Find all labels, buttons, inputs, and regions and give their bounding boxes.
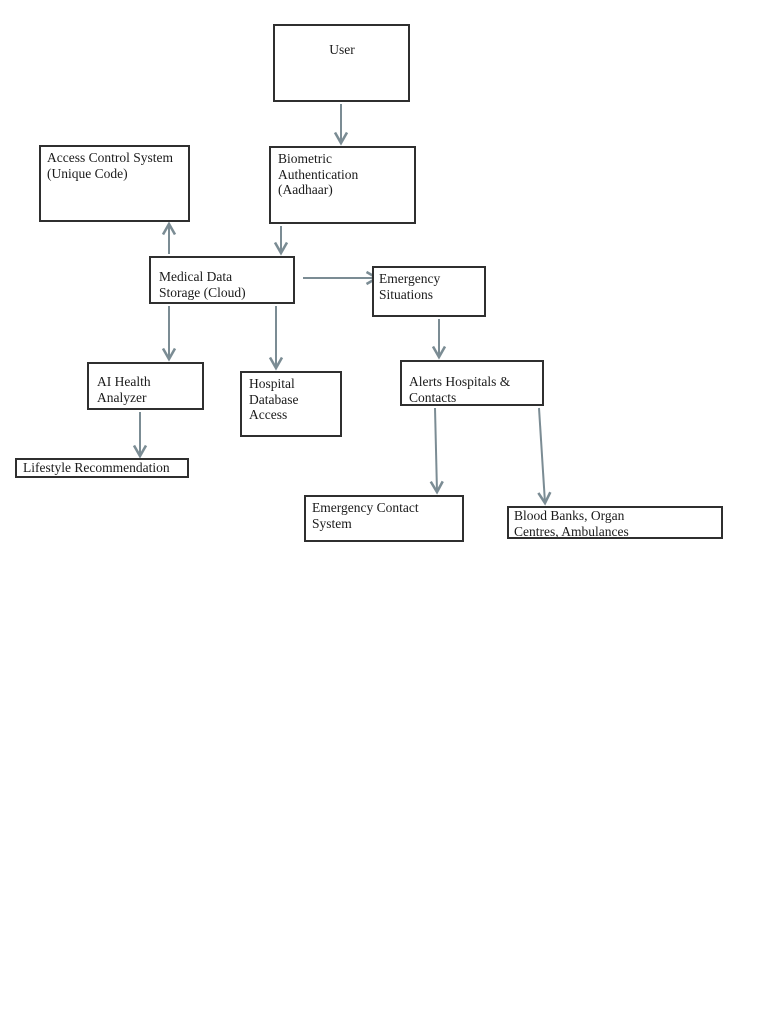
node-alerts-hospitals: Alerts Hospitals & Contacts xyxy=(400,360,544,406)
node-ai-health-analyzer: AI Health Analyzer xyxy=(87,362,204,410)
node-label: AI Health Analyzer xyxy=(97,374,151,405)
node-label: User xyxy=(329,42,355,57)
node-label: Emergency Situations xyxy=(379,271,441,302)
node-access-control: Access Control System (Unique Code) xyxy=(39,145,190,222)
node-label: Emergency Contact System xyxy=(312,500,419,531)
node-emergency-situations: Emergency Situations xyxy=(372,266,486,317)
node-hospital-db-access: Hospital Database Access xyxy=(240,371,342,437)
node-emergency-contact: Emergency Contact System xyxy=(304,495,464,542)
node-label: Alerts Hospitals & Contacts xyxy=(409,374,511,405)
node-label: Medical Data Storage (Cloud) xyxy=(159,269,246,300)
node-user: User xyxy=(273,24,410,102)
node-blood-banks: Blood Banks, Organ Centres, Ambulances xyxy=(507,506,723,539)
arrow-alerts-to-blood-banks xyxy=(537,407,552,506)
arrow-alerts-to-emergency-contact xyxy=(429,407,444,495)
node-label: Blood Banks, Organ Centres, Ambulances xyxy=(514,508,629,539)
node-biometric-auth: Biometric Authentication (Aadhaar) xyxy=(269,146,416,224)
node-medical-storage: Medical Data Storage (Cloud) xyxy=(149,256,295,304)
node-label: Hospital Database Access xyxy=(249,376,299,422)
node-label: Access Control System (Unique Code) xyxy=(47,150,173,181)
node-label: Biometric Authentication (Aadhaar) xyxy=(278,151,359,197)
node-lifestyle-recommendation: Lifestyle Recommendation xyxy=(15,458,189,478)
node-label: Lifestyle Recommendation xyxy=(23,460,170,475)
